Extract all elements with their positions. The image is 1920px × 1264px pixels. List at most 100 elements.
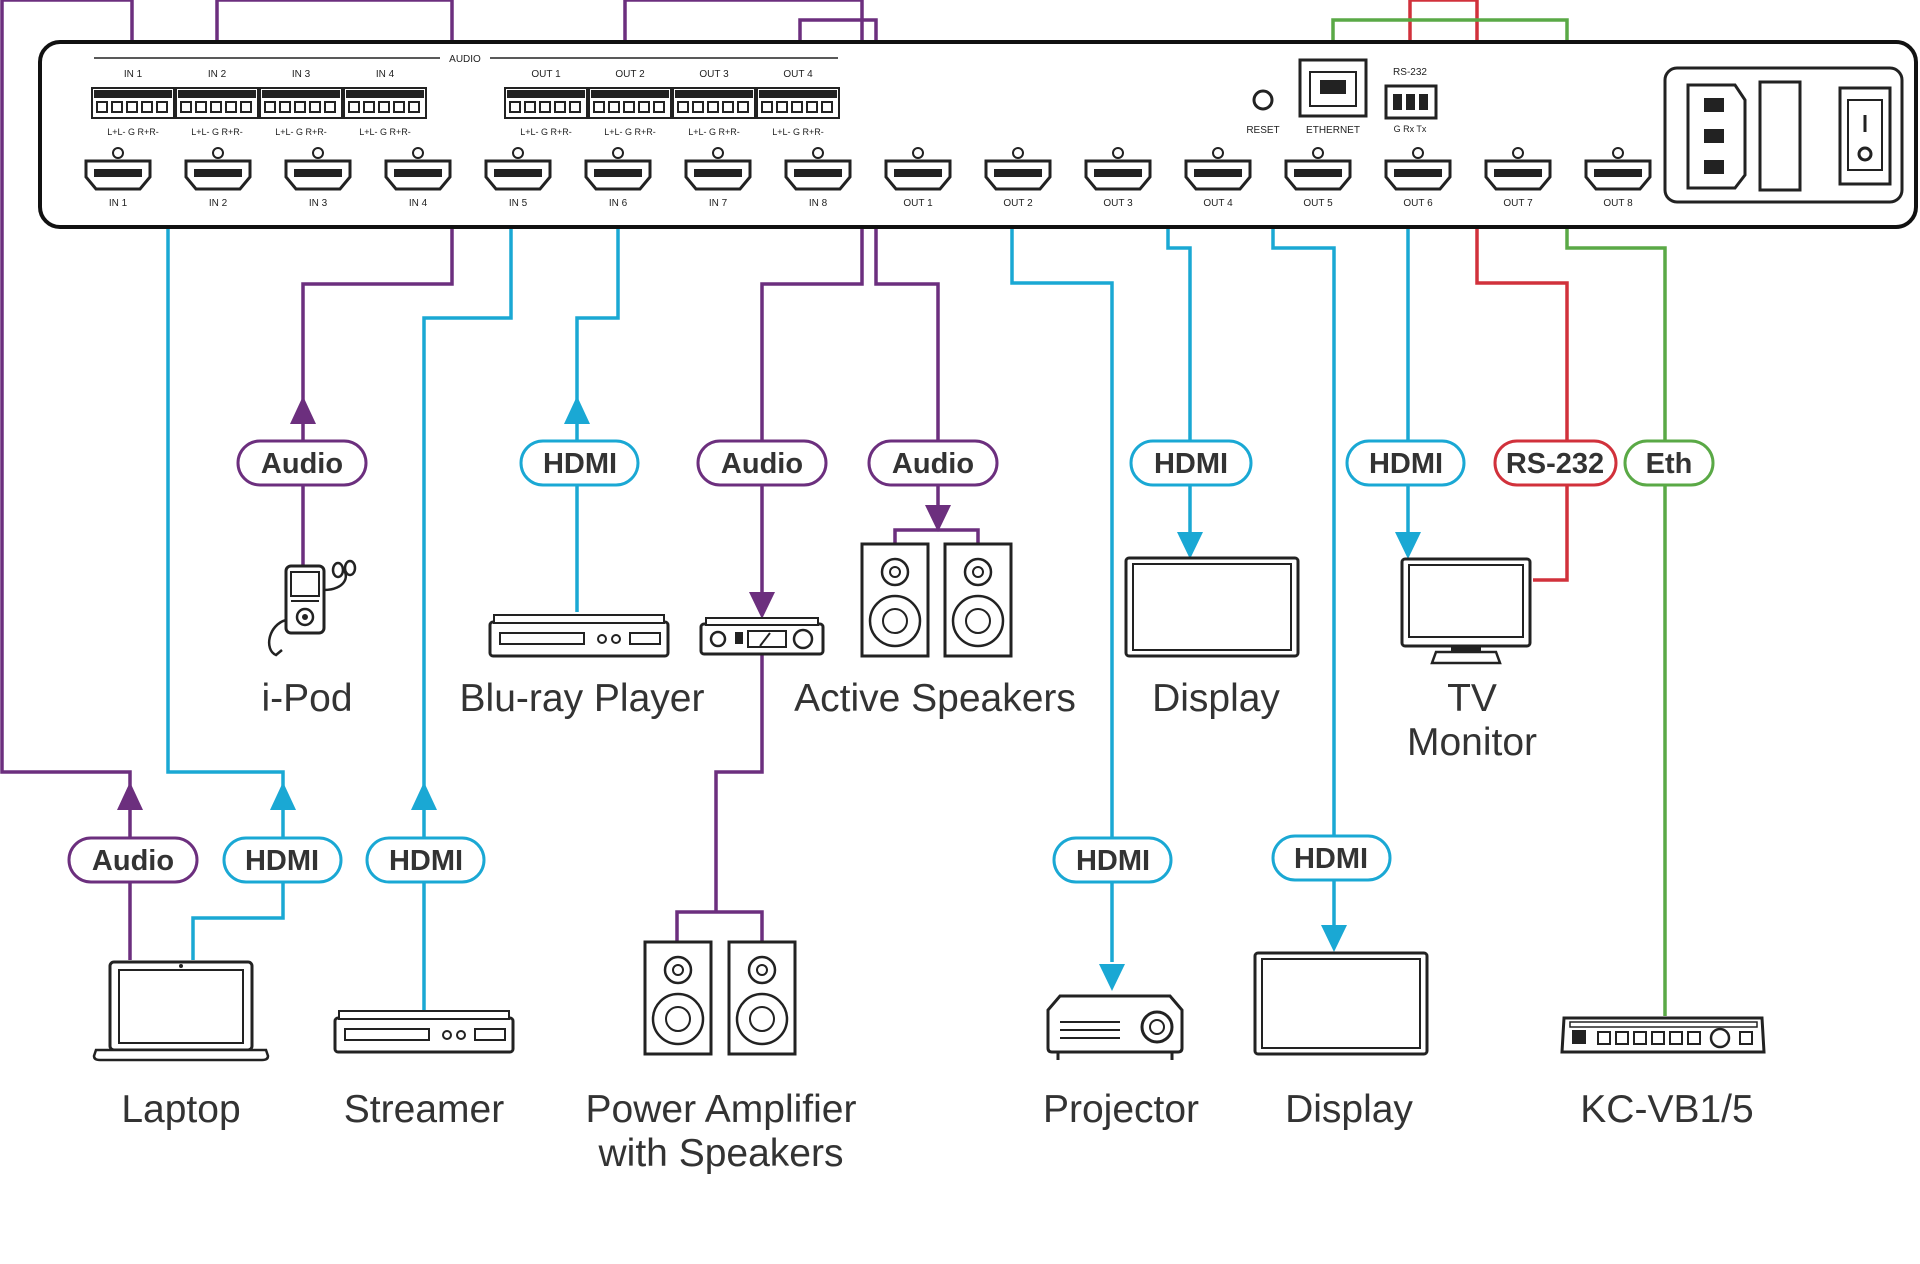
- pin-label: L+L- G R+R-: [107, 127, 159, 137]
- cable-active-speakers-bridge: [893, 528, 980, 544]
- audio-in-2-label: IN 2: [208, 69, 227, 80]
- pin-label: L+L- G R+R-: [191, 127, 243, 137]
- hdmi-out-4-label: OUT 4: [1203, 198, 1233, 209]
- hdmi-in-3-label: IN 3: [309, 198, 328, 209]
- cable-streamer-hdmi: [422, 205, 513, 1015]
- projector-icon: [1046, 994, 1184, 1060]
- cable-display1-hdmi: [1166, 205, 1192, 540]
- arrow-bluray: [564, 396, 590, 424]
- audio-out-1-label: OUT 1: [531, 69, 561, 80]
- hdmi-in-7-label: IN 7: [709, 198, 728, 209]
- badge-laptop-audio: Audio: [67, 836, 199, 884]
- cable-bluray-hdmi: [575, 205, 620, 612]
- device-label-laptop: Laptop: [121, 1088, 240, 1131]
- svg-text:Audio: Audio: [92, 845, 174, 877]
- badge-amp-audio: Audio: [696, 439, 828, 487]
- device-label-tv-line1: TV: [1447, 677, 1497, 720]
- arrow-tv: [1395, 532, 1421, 559]
- svg-text:HDMI: HDMI: [245, 845, 319, 877]
- badge-eth: Eth: [1623, 439, 1715, 487]
- ipod-icon: [267, 559, 357, 657]
- arrow-streamer: [411, 782, 437, 810]
- audio-out-2-label: OUT 2: [615, 69, 645, 80]
- badge-bluray-hdmi: HDMI: [519, 439, 640, 487]
- cable-amp-speakers-bridge: [675, 910, 764, 942]
- device-label-projector: Projector: [1043, 1088, 1199, 1131]
- svg-text:HDMI: HDMI: [543, 448, 617, 480]
- audio-out-4-label: OUT 4: [783, 69, 813, 80]
- badge-projector-hdmi: HDMI: [1052, 836, 1173, 884]
- svg-text:RS-232: RS-232: [1506, 448, 1604, 480]
- hdmi-in-1-label: IN 1: [109, 198, 128, 209]
- device-label-display2: Display: [1285, 1088, 1413, 1131]
- device-label-amp-line1: Power Amplifier: [586, 1088, 857, 1131]
- audio-in-1-label: IN 1: [124, 69, 143, 80]
- matrix-switcher-rear-panel: AUDIO IN 1 IN 2 IN 3 IN 4 L+L- G R+R- L+…: [38, 40, 1918, 229]
- svg-text:Audio: Audio: [261, 448, 343, 480]
- audio-out-3-label: OUT 3: [699, 69, 729, 80]
- active-speakers-icon: [860, 542, 1013, 658]
- power-inlet: [1663, 66, 1904, 204]
- hdmi-in-5-label: IN 5: [509, 198, 528, 209]
- rs232-pin-label: G Rx Tx: [1394, 124, 1427, 134]
- pin-label: L+L- G R+R-: [772, 127, 824, 137]
- hdmi-input-ports: IN 1 IN 2 IN 3 IN 4 IN 5 IN 6 IN 7 IN 8: [84, 147, 852, 209]
- cable-rs232: [1408, 0, 1569, 582]
- badge-rs232: RS-232: [1493, 439, 1618, 487]
- badge-display2-hdmi: HDMI: [1271, 834, 1392, 882]
- pin-label: L+L- G R+R-: [520, 127, 572, 137]
- pin-label: L+L- G R+R-: [688, 127, 740, 137]
- audio-input-blocks: IN 1 IN 2 IN 3 IN 4 L+L- G R+R- L+L- G R…: [91, 69, 427, 137]
- cable-amp-to-speakers: [714, 655, 764, 912]
- audio-in-4-label: IN 4: [376, 69, 395, 80]
- hdmi-in-8-label: IN 8: [809, 198, 828, 209]
- svg-text:Eth: Eth: [1646, 448, 1693, 480]
- hdmi-out-5-label: OUT 5: [1303, 198, 1333, 209]
- arrow-display2: [1321, 925, 1347, 952]
- audio-header: AUDIO: [449, 54, 481, 65]
- cable-projector-hdmi: [1010, 205, 1114, 962]
- device-label-tv-line2: Monitor: [1407, 721, 1537, 764]
- controller-icon: [1560, 1016, 1766, 1054]
- svg-text:Audio: Audio: [892, 448, 974, 480]
- hdmi-in-6-label: IN 6: [609, 198, 628, 209]
- device-label-display1: Display: [1152, 677, 1280, 720]
- badge-active-speakers-audio: Audio: [867, 439, 999, 487]
- svg-text:Audio: Audio: [721, 448, 803, 480]
- hdmi-out-2-label: OUT 2: [1003, 198, 1033, 209]
- tv-monitor-icon: [1400, 557, 1532, 665]
- badge-tv-hdmi: HDMI: [1345, 439, 1466, 487]
- badge-laptop-hdmi: HDMI: [222, 836, 343, 884]
- hdmi-out-3-label: OUT 3: [1103, 198, 1133, 209]
- arrow-laptop-audio: [117, 782, 143, 810]
- hdmi-output-ports: OUT 1 OUT 2 OUT 3 OUT 4 OUT 5 OUT 6 OUT …: [884, 147, 1652, 209]
- hdmi-in-4-label: IN 4: [409, 198, 428, 209]
- arrow-active-speakers: [925, 505, 951, 532]
- display-icon: [1124, 556, 1300, 658]
- hdmi-out-7-label: OUT 7: [1503, 198, 1533, 209]
- arrow-amp: [749, 592, 775, 619]
- device-label-bluray: Blu-ray Player: [460, 677, 705, 720]
- pin-label: L+L- G R+R-: [359, 127, 411, 137]
- device-label-streamer: Streamer: [344, 1088, 504, 1131]
- laptop-icon: [92, 960, 270, 1062]
- audio-in-3-label: IN 3: [292, 69, 311, 80]
- svg-text:HDMI: HDMI: [1154, 448, 1228, 480]
- hdmi-out-1-label: OUT 1: [903, 198, 933, 209]
- pin-label: L+L- G R+R-: [275, 127, 327, 137]
- device-label-amp-line2: with Speakers: [598, 1132, 844, 1175]
- svg-text:HDMI: HDMI: [1294, 843, 1368, 875]
- reset-label: RESET: [1246, 125, 1279, 136]
- streamer-icon: [333, 1009, 515, 1054]
- badge-streamer-hdmi: HDMI: [365, 836, 486, 884]
- svg-text:HDMI: HDMI: [1369, 448, 1443, 480]
- amplifier-icon: [699, 617, 825, 656]
- arrow-ipod: [290, 396, 316, 424]
- audio-output-blocks: OUT 1 OUT 2 OUT 3 OUT 4 L+L- G R+R- L+L-…: [504, 69, 840, 137]
- bluray-player-icon: [488, 613, 670, 658]
- hdmi-out-8-label: OUT 8: [1603, 198, 1633, 209]
- arrow-laptop-hdmi: [270, 782, 296, 810]
- badge-ipod-audio: Audio: [236, 439, 368, 487]
- ethernet-port: [1298, 58, 1368, 118]
- passive-speakers-icon: [643, 940, 797, 1056]
